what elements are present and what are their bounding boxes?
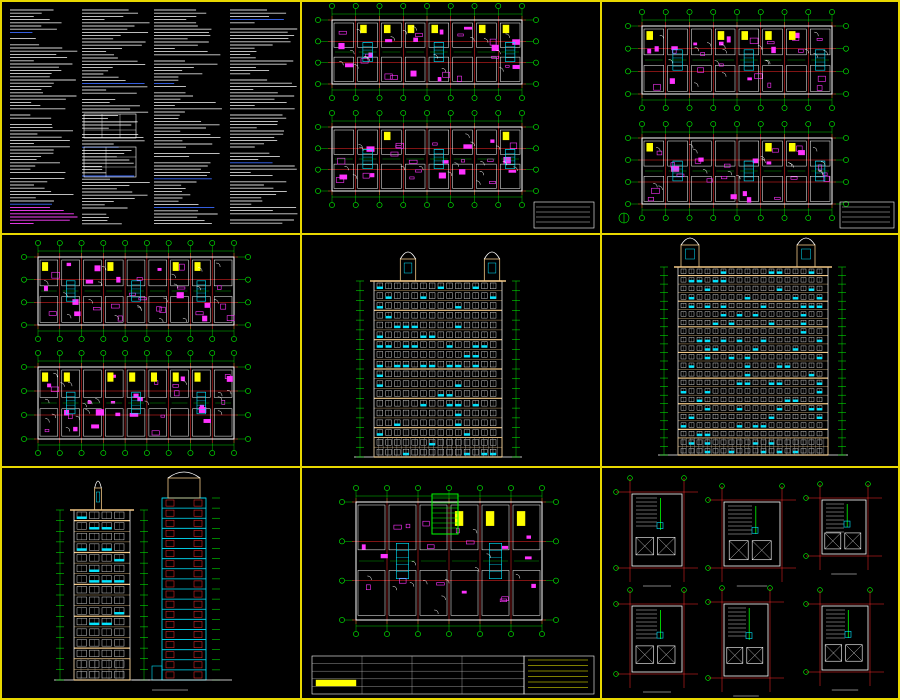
stair-detail-panel[interactable]	[600, 466, 900, 700]
text-notes-icon	[10, 9, 298, 225]
stair-detail-icon	[613, 475, 884, 697]
building-section-icon	[54, 471, 232, 691]
design-notes-panel[interactable]	[0, 0, 302, 235]
floor-plan-icon	[315, 3, 595, 229]
floor-plan-panel-c[interactable]	[0, 233, 302, 468]
building-elevation-icon	[658, 237, 848, 456]
front-elevation-panel[interactable]	[300, 233, 602, 468]
rear-elevation-panel[interactable]	[600, 233, 900, 468]
floor-plan-panel-a[interactable]	[300, 0, 602, 235]
floor-plan-panel-b[interactable]	[600, 0, 900, 235]
building-elevation-icon	[354, 251, 522, 458]
floor-plan-icon	[618, 9, 895, 229]
floor-plan-icon	[21, 240, 251, 456]
floor-plan-icon	[311, 485, 595, 695]
unit-plan-panel[interactable]	[300, 466, 602, 700]
section-panel[interactable]	[0, 466, 302, 700]
